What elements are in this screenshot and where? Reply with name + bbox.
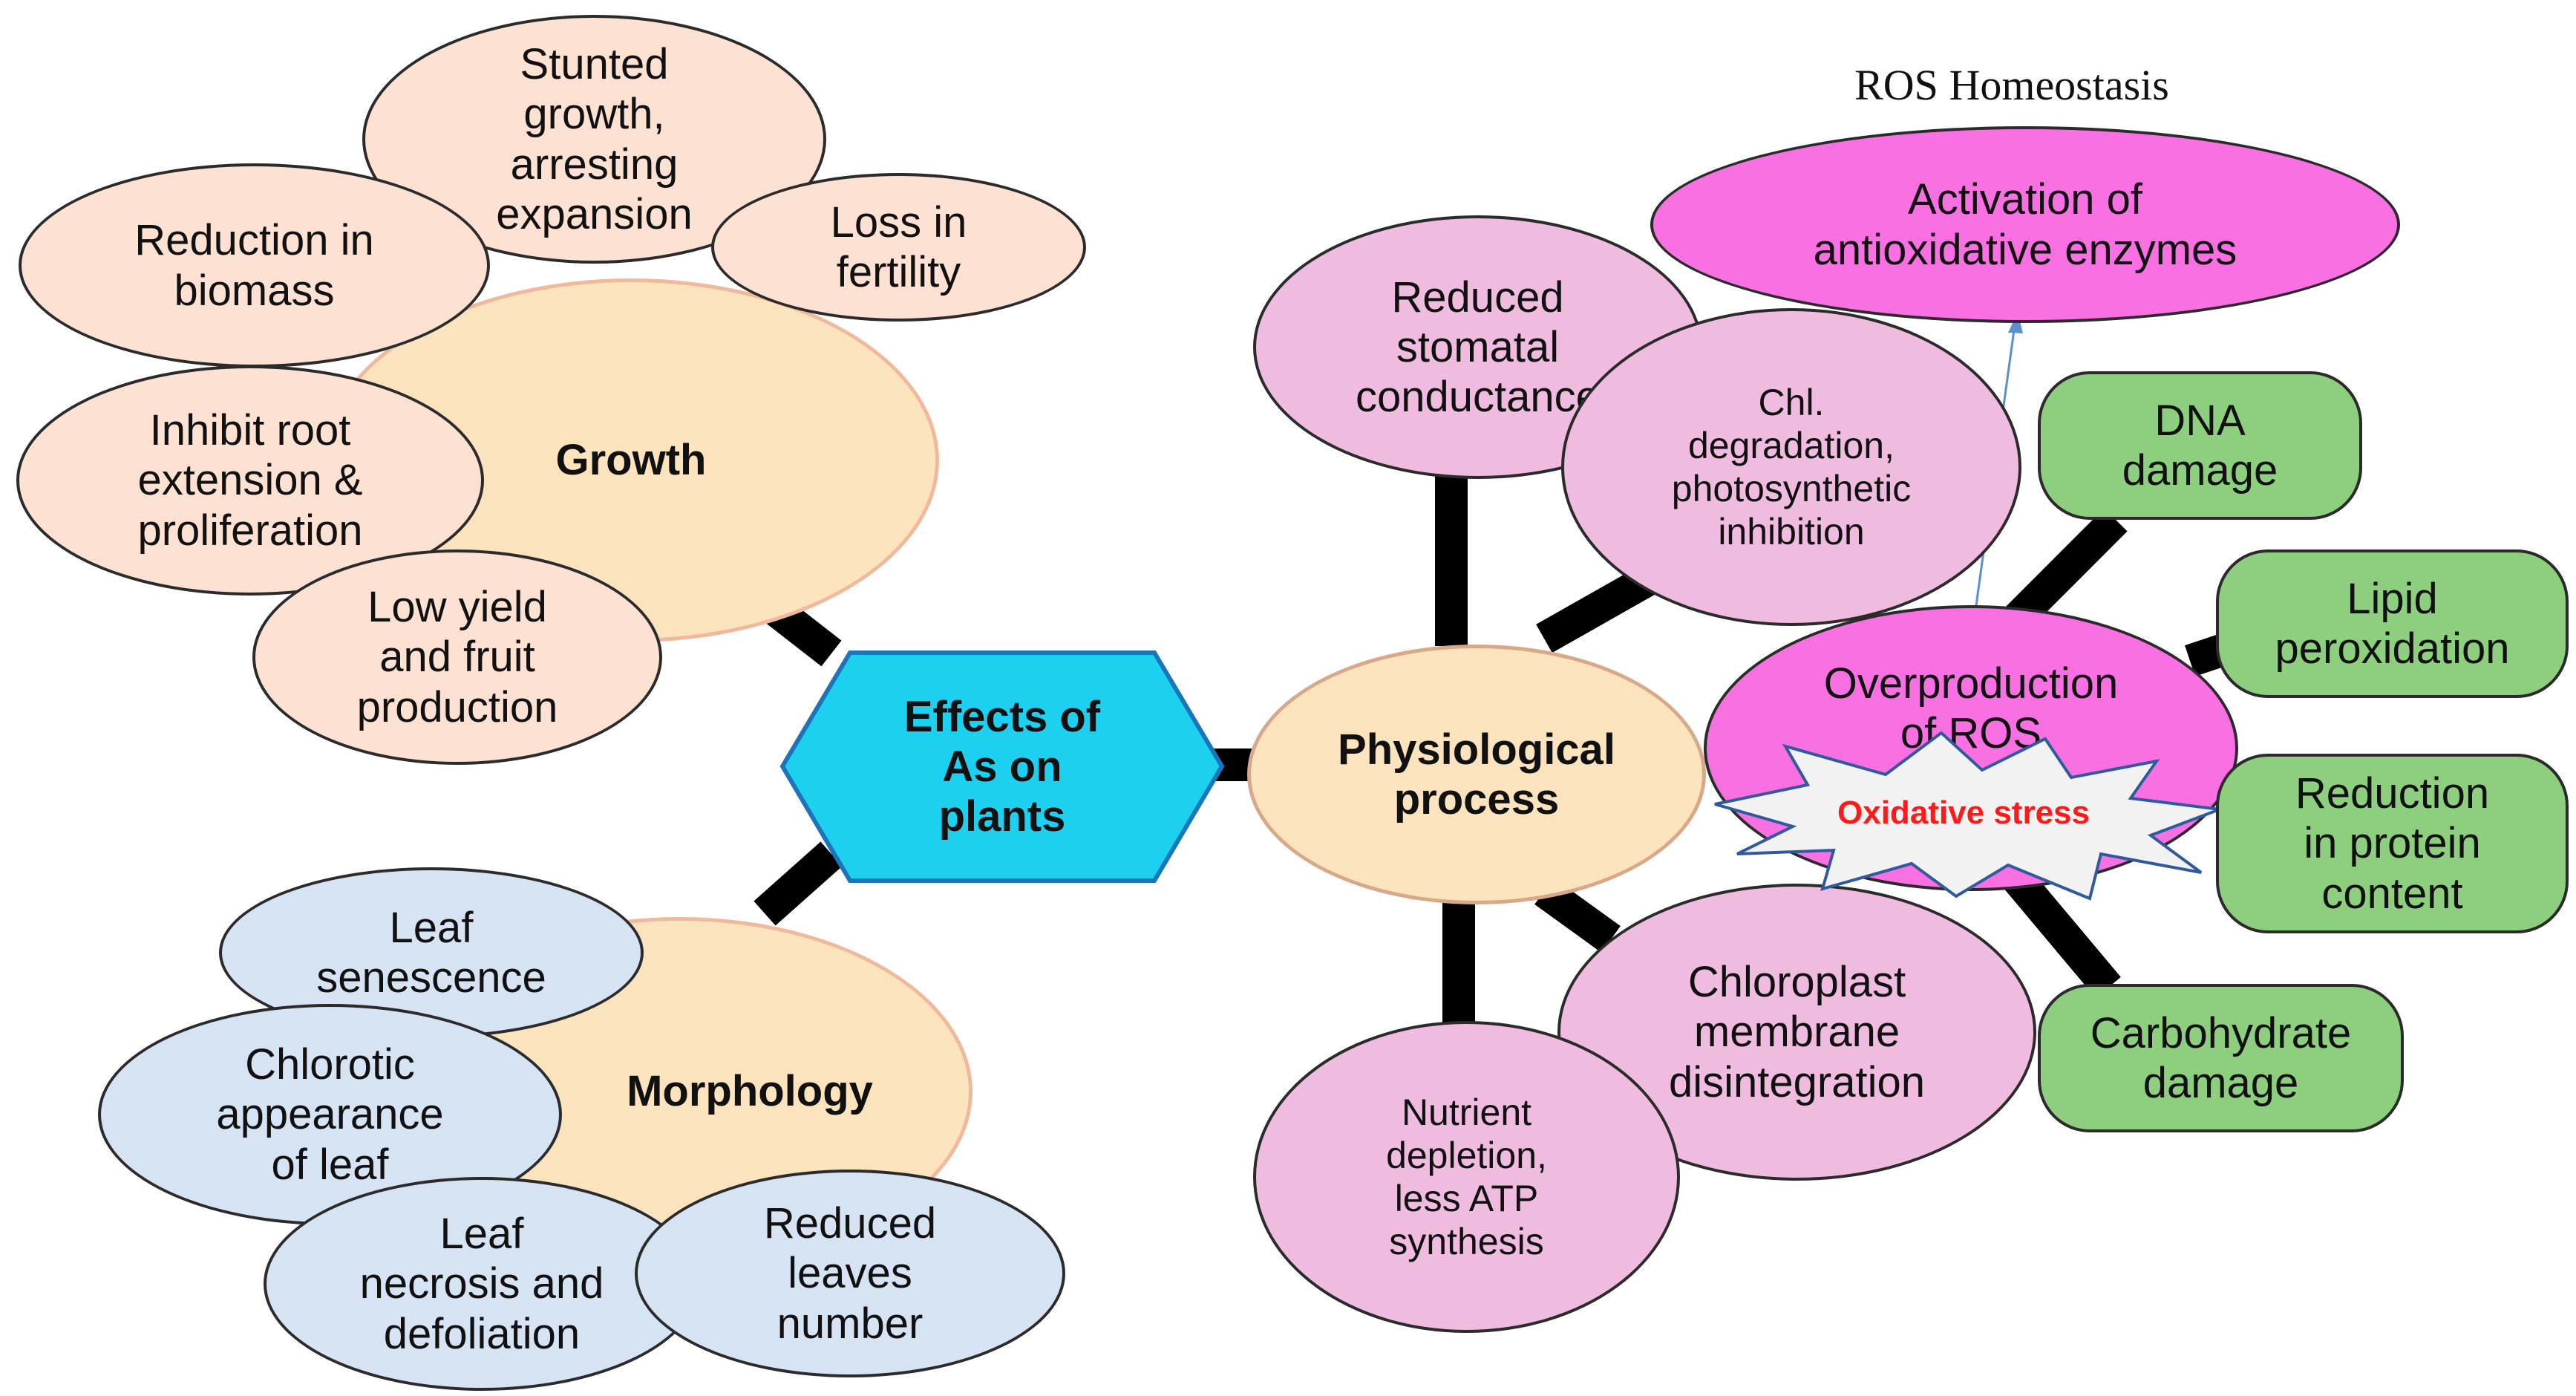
growth-item-biomass: Reduction in biomass [19, 163, 490, 368]
physiology-hub: Physiological process [1247, 645, 1706, 904]
morphology-item-leaves: Reduced leaves number [635, 1170, 1065, 1377]
ros-homeostasis-label: ROS Homeostasis [1854, 61, 2169, 110]
morphology-item-necrosis: Leaf necrosis and defoliation [264, 1177, 700, 1391]
connector-phys-chl [1536, 561, 1664, 653]
connector-ros-carbohydrate [1999, 861, 2121, 999]
connector-center-morphology [753, 841, 843, 926]
growth-item-fertility: Loss in fertility [711, 173, 1086, 322]
physiology-item-nutrient: Nutrient depletion, less ATP synthesis [1253, 1021, 1680, 1333]
morphology-title: Morphology [627, 1067, 873, 1116]
growth-title: Growth [555, 436, 707, 485]
ros-activation-enzymes: Activation of antioxidative enzymes [1650, 126, 2400, 323]
center-title: Effects of As on plants [903, 692, 1101, 841]
effect-carbohydrate-damage: Carbohydrate damage [2038, 984, 2404, 1132]
oxidative-stress-label: Oxidative stress [1837, 795, 2090, 832]
effect-dna-damage: DNA damage [2038, 371, 2362, 520]
center-hexagon [779, 650, 1225, 883]
effect-lipid-peroxidation: Lipid peroxidation [2216, 549, 2569, 698]
physiology-title: Physiological process [1338, 725, 1615, 823]
effect-protein-reduction: Reduction in protein content [2216, 754, 2569, 933]
physiology-item-chl: Chl. degradation, photosynthetic inhibit… [1561, 308, 2021, 626]
growth-item-yield: Low yield and fruit production [252, 549, 662, 765]
oxidative-stress-burst-icon [1714, 731, 2220, 901]
connector-phys-chloroplast [1534, 878, 1621, 953]
